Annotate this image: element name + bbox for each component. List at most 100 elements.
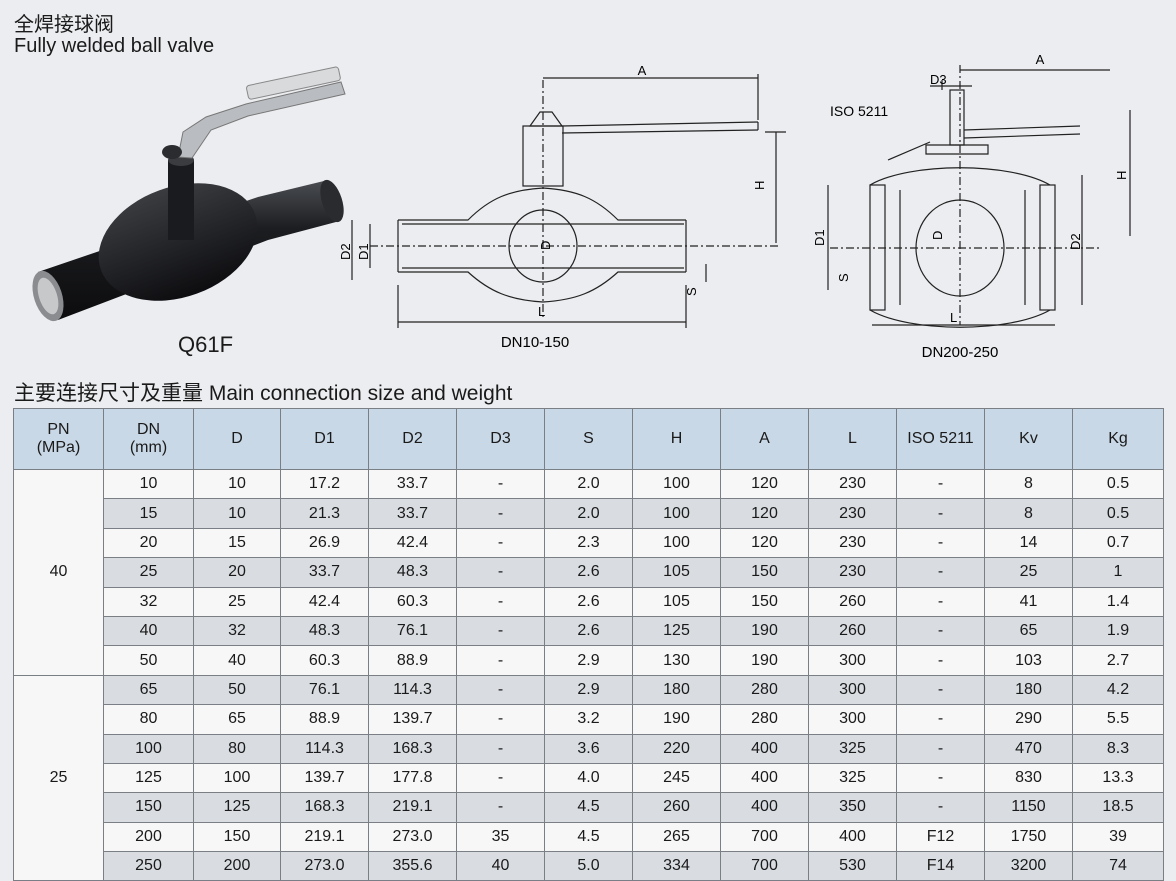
table-cell: 260: [808, 586, 897, 617]
table-cell: 76.1: [368, 615, 457, 647]
dim-h-label-large: H: [1114, 171, 1129, 180]
table-cell: 190: [632, 704, 721, 735]
table-cell: 120: [720, 527, 809, 559]
dim-d1-label: D1: [356, 243, 371, 260]
table-cell: F14: [896, 851, 985, 881]
page-title-en: Fully welded ball valve: [14, 35, 215, 57]
table-cell: 2.9: [544, 645, 633, 676]
table-cell: 1150: [984, 792, 1073, 823]
table-cell: -: [896, 792, 985, 823]
table-cell: 139.7: [280, 762, 369, 794]
table-cell: 65: [984, 615, 1073, 647]
dim-h-label: H: [752, 181, 767, 190]
column-header: A: [720, 408, 809, 470]
table-cell: 120: [720, 498, 809, 529]
table-cell: -: [896, 498, 985, 529]
table-cell: 20: [193, 557, 281, 588]
table-cell: 50: [103, 645, 194, 676]
table-cell: 230: [808, 498, 897, 529]
table-cell: 350: [808, 792, 897, 823]
table-cell: 2.7: [1072, 645, 1164, 676]
table-cell: 125: [632, 615, 721, 647]
table-cell: 400: [720, 733, 809, 764]
table-cell: 470: [984, 733, 1073, 764]
table-cell: 5.5: [1072, 704, 1164, 735]
table-cell: 15: [193, 527, 281, 559]
table-cell: 260: [632, 792, 721, 823]
column-header: Kv: [984, 408, 1073, 470]
table-cell: 88.9: [368, 645, 457, 676]
table-cell: 8: [984, 498, 1073, 529]
column-header: DN(mm): [103, 408, 194, 470]
table-cell: 150: [103, 792, 194, 823]
table-cell: -: [896, 733, 985, 764]
table-cell: 8.3: [1072, 733, 1164, 764]
table-cell: 280: [720, 704, 809, 735]
column-header: D1: [280, 408, 369, 470]
table-cell: 180: [984, 674, 1073, 706]
table-cell: 2.0: [544, 468, 633, 500]
dim-s-label-large: S: [836, 273, 851, 282]
table-cell: -: [896, 468, 985, 500]
drawing-dn10-150: A H D D2 D1 S L DN10-150: [340, 63, 786, 351]
table-cell: 530: [808, 851, 897, 881]
table-title: 主要连接尺寸及重量 Main connection size and weigh…: [14, 382, 513, 405]
table-cell: 280: [720, 674, 809, 706]
table-cell: 2.3: [544, 527, 633, 559]
table-cell: 180: [632, 674, 721, 706]
table-cell: 80: [193, 733, 281, 764]
table-cell: -: [456, 792, 545, 823]
table-cell: 100: [632, 468, 721, 500]
table-cell: 65: [193, 704, 281, 735]
table-cell: 105: [632, 557, 721, 588]
table-cell: 10: [103, 468, 194, 500]
table-cell: 26.9: [280, 527, 369, 559]
table-cell: 25: [103, 557, 194, 588]
table-cell: 3.6: [544, 733, 633, 764]
table-cell: -: [456, 733, 545, 764]
table-cell: 2.6: [544, 557, 633, 588]
table-cell: 114.3: [280, 733, 369, 764]
table-cell: -: [456, 586, 545, 617]
table-cell: -: [456, 527, 545, 559]
table-cell: 168.3: [368, 733, 457, 764]
column-header: PN(MPa): [13, 408, 104, 470]
page-title-cn: 全焊接球阀: [14, 14, 114, 36]
table-cell: -: [456, 615, 545, 647]
table-cell: -: [456, 498, 545, 529]
dim-s-label: S: [684, 287, 699, 296]
table-cell: 273.0: [280, 851, 369, 881]
table-cell: 190: [720, 615, 809, 647]
table-cell: -: [896, 674, 985, 706]
table-cell: 830: [984, 762, 1073, 794]
table-cell: -: [896, 762, 985, 794]
column-header: L: [808, 408, 897, 470]
table-cell: 60.3: [280, 645, 369, 676]
table-cell: 48.3: [280, 615, 369, 647]
table-cell: 200: [103, 821, 194, 853]
column-header-line1: A: [759, 429, 770, 447]
table-cell: 4.0: [544, 762, 633, 794]
table-cell: F12: [896, 821, 985, 853]
table-cell: 4.5: [544, 792, 633, 823]
table-cell: 8: [984, 468, 1073, 500]
table-cell: 5.0: [544, 851, 633, 881]
table-cell: 700: [720, 821, 809, 853]
table-cell: -: [896, 586, 985, 617]
column-header-line1: D1: [314, 429, 335, 447]
table-cell: 1.9: [1072, 615, 1164, 647]
pn-group-cell: 25: [13, 674, 104, 881]
table-cell: 150: [720, 557, 809, 588]
table-cell: 0.7: [1072, 527, 1164, 559]
table-cell: 25: [984, 557, 1073, 588]
table-cell: -: [456, 645, 545, 676]
column-header-line1: D: [231, 429, 243, 447]
table-cell: 40: [103, 615, 194, 647]
table-cell: 42.4: [368, 527, 457, 559]
table-cell: 220: [632, 733, 721, 764]
table-cell: 300: [808, 704, 897, 735]
